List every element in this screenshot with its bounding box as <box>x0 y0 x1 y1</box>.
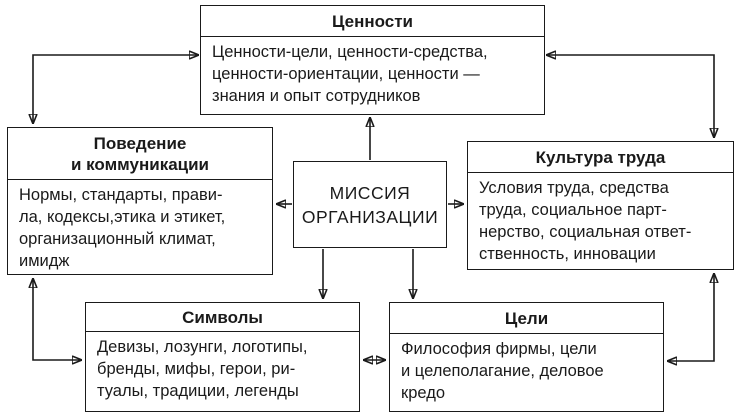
box-behavior: Поведение и коммуникации Нормы, стандарт… <box>7 127 273 275</box>
box-values-body: Ценности-цели, ценности-средства, ценнос… <box>212 43 488 105</box>
box-culture-body: Условия труда, средства труда, социально… <box>479 179 692 263</box>
box-symbols: Символы Девизы, лозунги, логотипы, бренд… <box>85 302 360 412</box>
box-culture-title: Культура труда <box>468 142 733 173</box>
box-goals: Цели Философия фирмы, цели и целеполаган… <box>389 302 664 412</box>
connector-culture-goals-icon <box>667 273 714 361</box>
box-culture: Культура труда Условия труда, средства т… <box>467 141 734 270</box>
box-behavior-body: Нормы, стандарты, прави- ла, кодексы,эти… <box>19 186 226 270</box>
box-symbols-title: Символы <box>86 303 359 332</box>
box-goals-title: Цели <box>390 303 663 334</box>
connector-values-behavior-icon <box>33 55 199 124</box>
box-mission-center: МИССИЯ ОРГАНИЗАЦИИ <box>293 161 447 248</box>
box-behavior-title: Поведение и коммуникации <box>8 128 272 180</box>
connector-values-culture-icon <box>546 55 714 138</box>
box-values: Ценности Ценности-цели, ценности-средств… <box>200 5 545 115</box>
box-values-title: Ценности <box>201 6 544 37</box>
box-goals-body: Философия фирмы, цели и целеполагание, д… <box>401 340 604 402</box>
connector-behavior-symbols-icon <box>33 278 82 360</box>
box-symbols-body: Девизы, лозунги, логотипы, бренды, мифы,… <box>97 338 308 400</box>
